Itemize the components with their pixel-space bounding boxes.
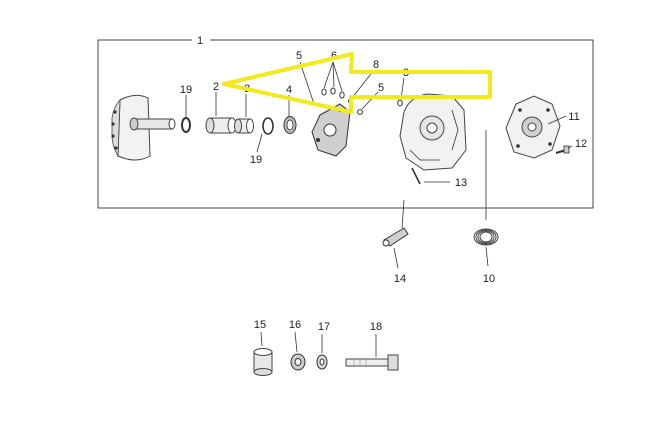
weight-5 (357, 109, 363, 115)
label-17: 17 (318, 321, 330, 333)
label-4: 4 (286, 84, 292, 96)
label-19a: 19 (180, 84, 192, 96)
label-12: 12 (575, 138, 587, 150)
label-10: 10 (483, 273, 495, 285)
label-2: 2 (213, 81, 219, 93)
pin-13 (411, 167, 421, 185)
spring-10 (473, 228, 499, 246)
highlight-arrow (222, 52, 492, 114)
washer-19-a (181, 117, 191, 133)
label-15: 15 (254, 319, 266, 331)
washer-16 (290, 353, 306, 371)
roller-14 (382, 227, 409, 247)
label-19b: 19 (250, 154, 262, 166)
bushing-3-a (234, 118, 254, 134)
seal-4 (283, 116, 297, 134)
rollers-6 (321, 87, 345, 99)
label-5a: 5 (296, 50, 302, 62)
spider-5 (311, 103, 351, 157)
label-1: 1 (197, 35, 203, 47)
bolt-12 (555, 145, 570, 154)
bushing-2 (205, 117, 237, 134)
washer-17 (316, 354, 328, 370)
label-8: 8 (373, 59, 379, 71)
label-6: 6 (331, 50, 337, 62)
washer-19-b (262, 117, 274, 135)
label-16: 16 (289, 319, 301, 331)
label-14: 14 (394, 273, 406, 285)
clutch-housing (399, 93, 467, 171)
spacer-15 (253, 348, 273, 376)
end-cap-11 (505, 95, 561, 159)
bolt-18 (345, 354, 399, 371)
label-13: 13 (455, 177, 467, 189)
assembly-box (97, 39, 594, 209)
label-11: 11 (568, 111, 579, 123)
label-5b: 5 (378, 82, 384, 94)
label-18: 18 (370, 321, 382, 333)
bushing-3-b (397, 99, 403, 107)
drive-sheave (111, 94, 176, 161)
